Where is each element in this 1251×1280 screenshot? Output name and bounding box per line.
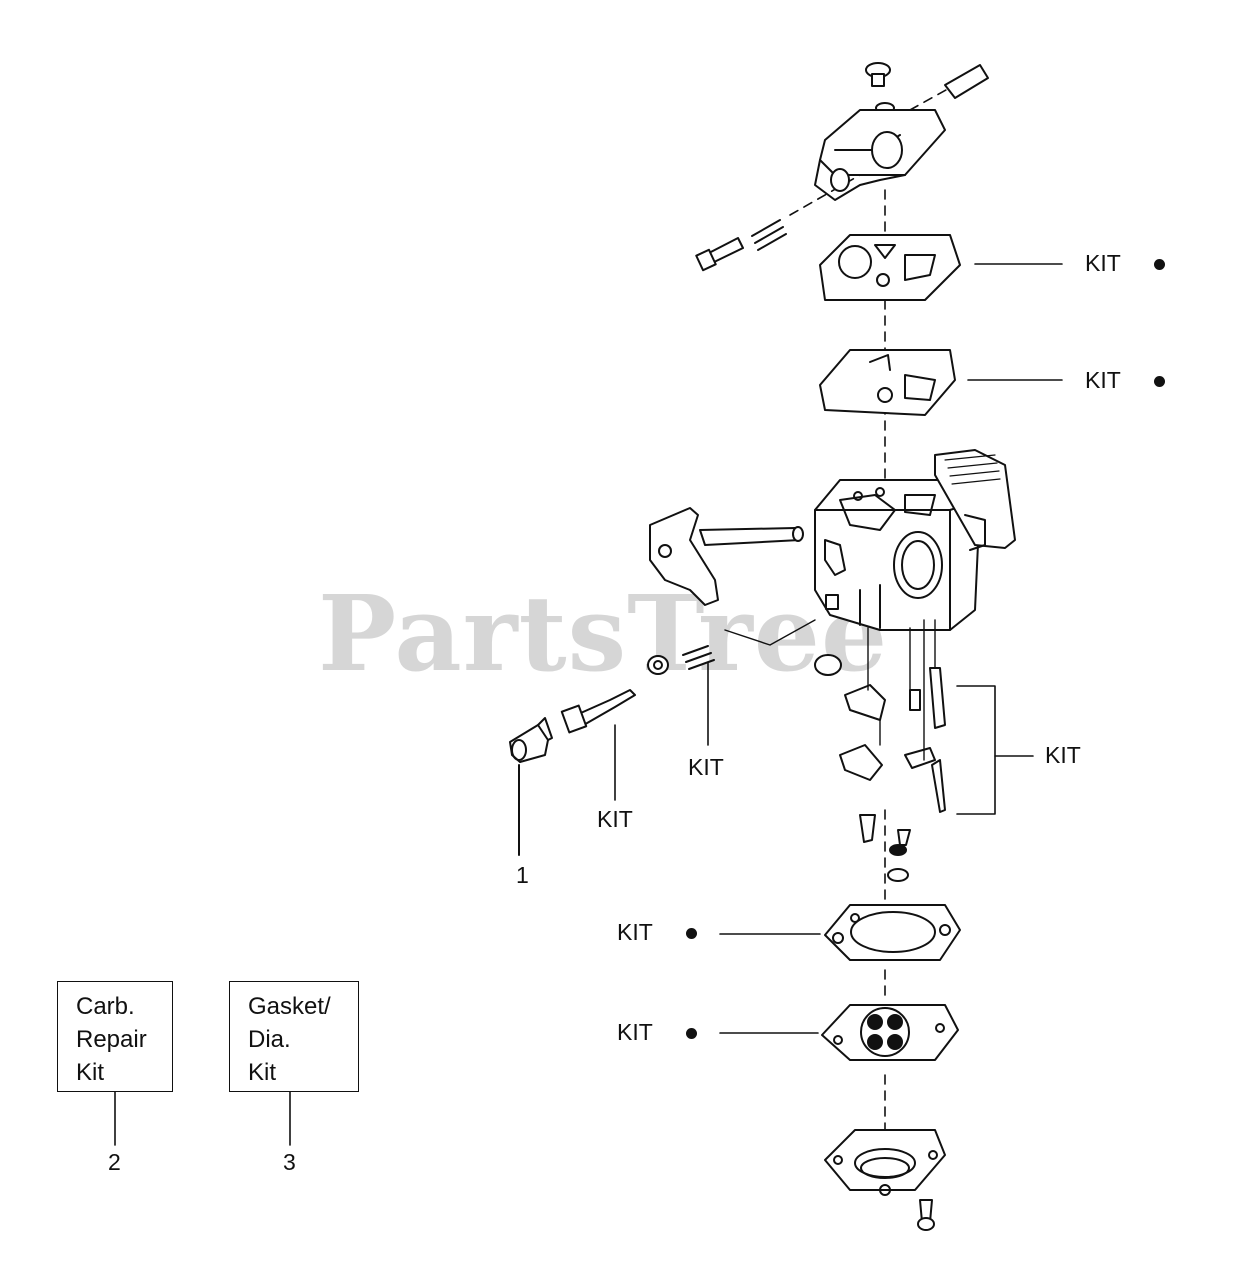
kit-label-needle: KIT: [597, 806, 633, 832]
ref-number-1: 1: [516, 862, 529, 888]
watermark: PartsTree: [318, 572, 889, 695]
legend-box-line: Kit: [76, 1059, 105, 1086]
kit-label-spring: KIT: [688, 754, 724, 780]
legend-box-carb-repair-kit: Carb. Repair Kit: [57, 981, 173, 1092]
inlet-needle-group: [814, 619, 946, 882]
kit-dot-upper-diaphragm: [1154, 376, 1165, 387]
lower-diaphragm: [821, 1004, 959, 1061]
kit-label-lower-diaphragm: KIT: [617, 1019, 653, 1045]
legend-box-line: Kit: [248, 1059, 277, 1086]
upper-diaphragm: [819, 349, 956, 416]
legend-box-line: Dia.: [248, 1026, 291, 1053]
idle-needle: [560, 619, 816, 734]
ref-number-2: 2: [108, 1149, 121, 1175]
kit-label-lower-gasket: KIT: [617, 919, 653, 945]
part-1-fitting: [509, 717, 553, 856]
throttle-shaft: [649, 507, 804, 606]
kit-dot-lower-gasket: [686, 928, 697, 939]
legend-box-line: Carb.: [76, 993, 135, 1020]
kit-dot-top-gasket: [1154, 259, 1165, 270]
legend-box-line: Gasket/: [248, 993, 331, 1020]
ref-number-3: 3: [283, 1149, 296, 1175]
adjusting-screw-top: [695, 219, 787, 272]
legend-box-gasket-dia-kit: Gasket/ Dia. Kit: [229, 981, 359, 1092]
leader-lines: [114, 263, 1063, 1146]
kit-dot-lower-diaphragm: [686, 1028, 697, 1039]
kit-label-top-gasket: KIT: [1085, 250, 1121, 276]
pump-cover: [814, 62, 989, 201]
carburetor-body: [814, 449, 1016, 631]
bottom-cover: [824, 1129, 946, 1231]
upper-gasket: [819, 234, 961, 301]
lower-gasket: [824, 904, 961, 961]
legend-box-line: Repair: [76, 1026, 147, 1053]
kit-label-inlet-group: KIT: [1045, 742, 1081, 768]
kit-label-upper-diaphragm: KIT: [1085, 367, 1121, 393]
